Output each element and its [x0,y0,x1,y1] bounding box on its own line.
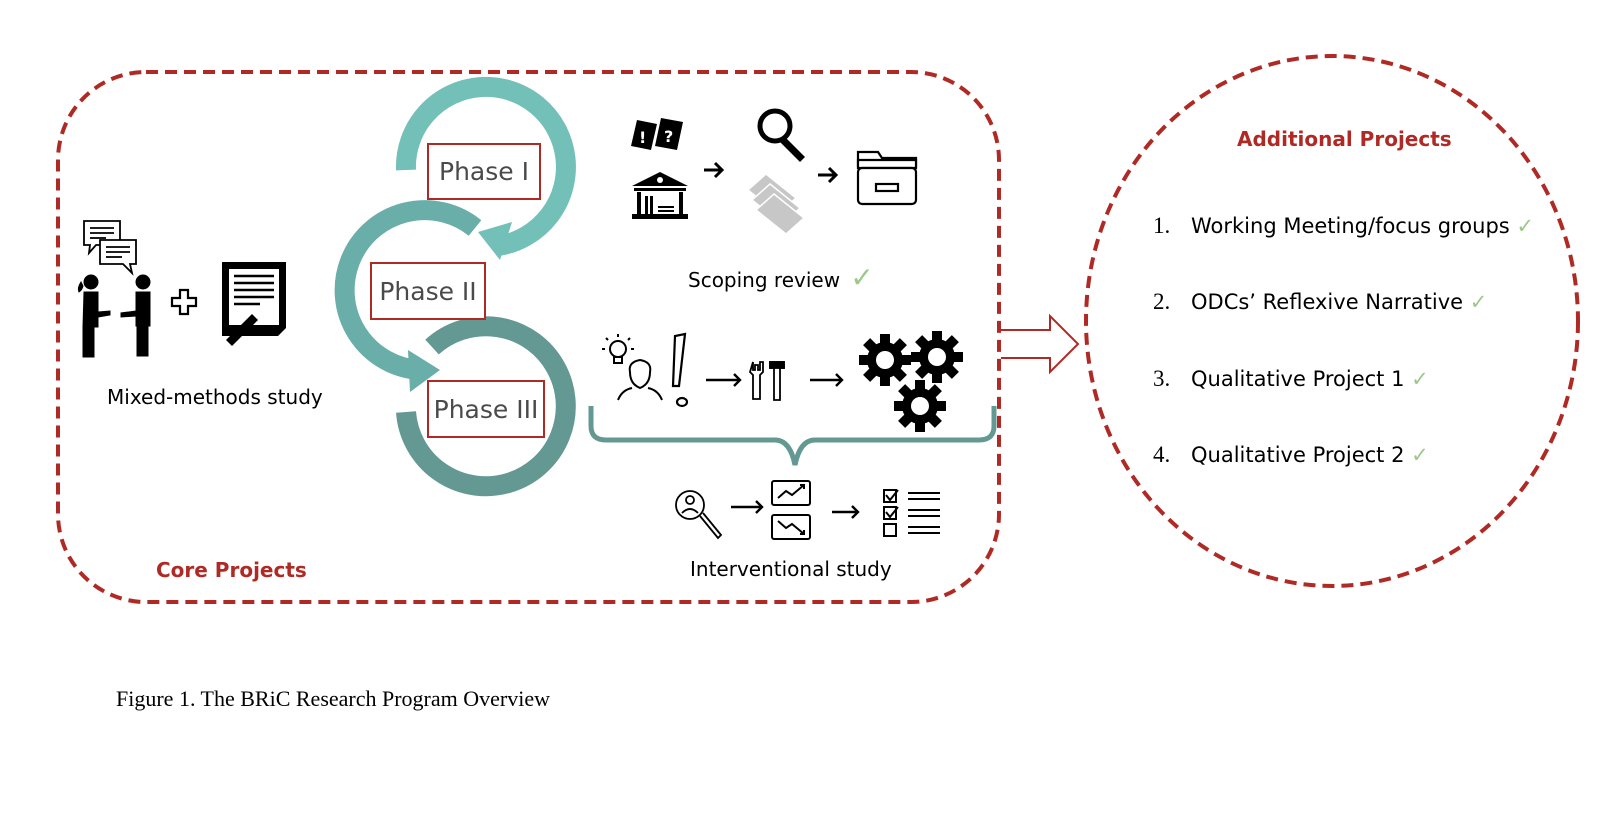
additional-projects-boundary [1084,54,1580,588]
phase-1-box: Phase I [427,143,541,200]
question-cards-icon: ! ? [631,118,683,150]
item-number: 4. [1153,442,1171,467]
file-cabinet-icon [856,150,918,206]
check-icon: ✓ [1469,290,1488,314]
arrow-right-icon [832,505,860,519]
check-icon: ✓ [1411,443,1429,467]
trend-charts-icon [771,480,811,540]
document-pencil-icon [222,262,286,346]
arrow-right-icon [704,161,725,179]
additional-item-2: 2. ODCs’ Reflexive Narrative ✓ [1153,289,1487,315]
phase-2-arc [334,200,482,380]
arrow-right-icon [731,500,764,514]
phase-cycle-graphic [334,76,576,497]
check-icon: ✓ [850,261,874,294]
stacked-papers-icon [746,173,806,235]
figure-caption: Figure 1. The BRiC Research Program Over… [116,686,551,711]
exclamation-icon [671,332,689,408]
phase-2-box: Phase II [370,262,486,320]
core-projects-title: Core Projects [156,558,307,582]
svg-text:?: ? [664,127,673,146]
library-icon [632,172,688,219]
person-idea-icon [602,334,663,401]
additional-item-3: 3. Qualitative Project 1 ✓ [1153,366,1429,392]
arrow-right-icon [810,373,844,387]
additional-item-1: 1. Working Meeting/focus groups ✓ [1153,213,1534,239]
check-icon: ✓ [1516,214,1535,238]
arrow-right-icon [818,166,839,184]
speech-bubbles-icon [83,220,137,276]
phase-2-arrowhead [408,350,440,392]
person-search-icon [675,490,723,540]
item-number: 1. [1153,213,1171,238]
phase-3-arc [396,316,576,497]
magnifier-icon [757,108,805,162]
item-number: 2. [1153,289,1171,314]
arrow-right-icon [706,373,742,387]
two-people-handshake-icon [77,274,151,358]
phase-3-label: Phase III [433,394,539,424]
item-label: Qualitative Project 1 [1191,367,1405,391]
scoping-review-text: Scoping review [688,268,841,292]
mixed-methods-label: Mixed-methods study [107,385,323,409]
phase-3-box: Phase III [427,380,545,438]
phase-1-label: Phase I [439,157,529,186]
block-arrow-right [1001,313,1080,375]
curly-brace [588,406,997,466]
item-number: 3. [1153,366,1171,391]
item-label: Working Meeting/focus groups [1191,214,1510,238]
phase-1-arrowhead [478,222,512,260]
interventional-study-label: Interventional study [690,557,892,581]
check-icon: ✓ [1411,367,1429,391]
additional-projects-title: Additional Projects [1237,127,1452,151]
scoping-review-label: Scoping review ✓ [688,261,874,294]
item-label: Qualitative Project 2 [1191,443,1405,467]
svg-text:!: ! [639,128,646,147]
phase-2-label: Phase II [379,276,477,306]
plus-icon [170,288,198,316]
item-label: ODCs’ Reflexive Narrative [1191,290,1464,314]
gears-icon [859,331,963,432]
additional-item-4: 4. Qualitative Project 2 ✓ [1153,442,1429,468]
tools-icon [748,361,785,401]
core-projects-boundary [56,70,1001,604]
checklist-icon [883,489,940,537]
phase-1-arc [395,76,576,256]
